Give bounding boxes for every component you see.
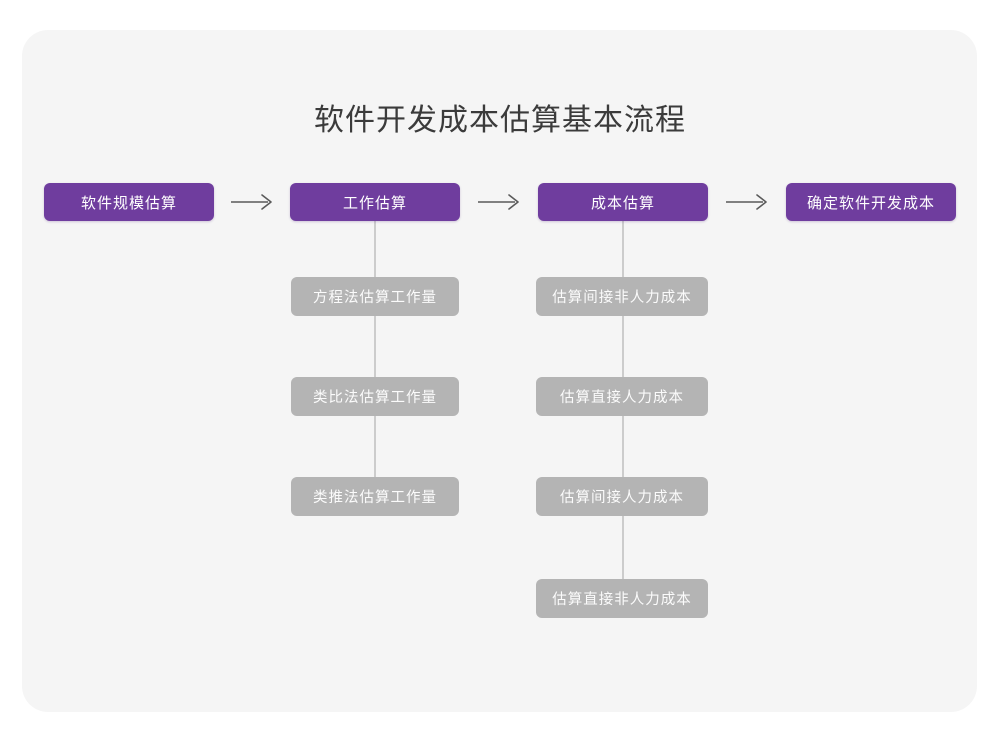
branch-node-label: 估算直接人力成本 [560, 390, 684, 406]
flow-node-label: 成本估算 [590, 194, 655, 212]
flow-node-step-1[interactable]: 软件规模估算 [44, 183, 214, 221]
branch-node-cost-3[interactable]: 估算间接人力成本 [536, 477, 708, 516]
branch-node-effort-2[interactable]: 类比法估算工作量 [291, 377, 459, 416]
branch-node-cost-2[interactable]: 估算直接人力成本 [536, 377, 708, 416]
page-title: 软件开发成本估算基本流程 [314, 104, 686, 137]
flow-node-step-3[interactable]: 成本估算 [538, 183, 708, 221]
flow-node-label: 软件规模估算 [80, 194, 177, 212]
arrow-right-icon-1 [230, 191, 276, 213]
arrow-right-icon-2 [477, 191, 523, 213]
branch-node-label: 类推法估算工作量 [313, 490, 437, 506]
branch-node-cost-1[interactable]: 估算间接非人力成本 [536, 277, 708, 316]
arrow-right-icon-3 [725, 191, 771, 213]
diagram-card [22, 30, 977, 712]
branch-node-label: 估算间接非人力成本 [552, 290, 692, 306]
branch-node-effort-3[interactable]: 类推法估算工作量 [291, 477, 459, 516]
connector-line-effort [374, 221, 376, 501]
branch-node-label: 估算间接人力成本 [560, 490, 684, 506]
branch-node-label: 估算直接非人力成本 [552, 592, 692, 608]
flow-node-label: 确定软件开发成本 [806, 194, 935, 212]
branch-node-cost-4[interactable]: 估算直接非人力成本 [536, 579, 708, 618]
branch-node-label: 类比法估算工作量 [313, 390, 437, 406]
branch-node-effort-1[interactable]: 方程法估算工作量 [291, 277, 459, 316]
flow-node-label: 工作估算 [342, 194, 407, 212]
branch-node-label: 方程法估算工作量 [313, 290, 437, 306]
flow-node-step-2[interactable]: 工作估算 [290, 183, 460, 221]
flow-node-step-4[interactable]: 确定软件开发成本 [786, 183, 956, 221]
